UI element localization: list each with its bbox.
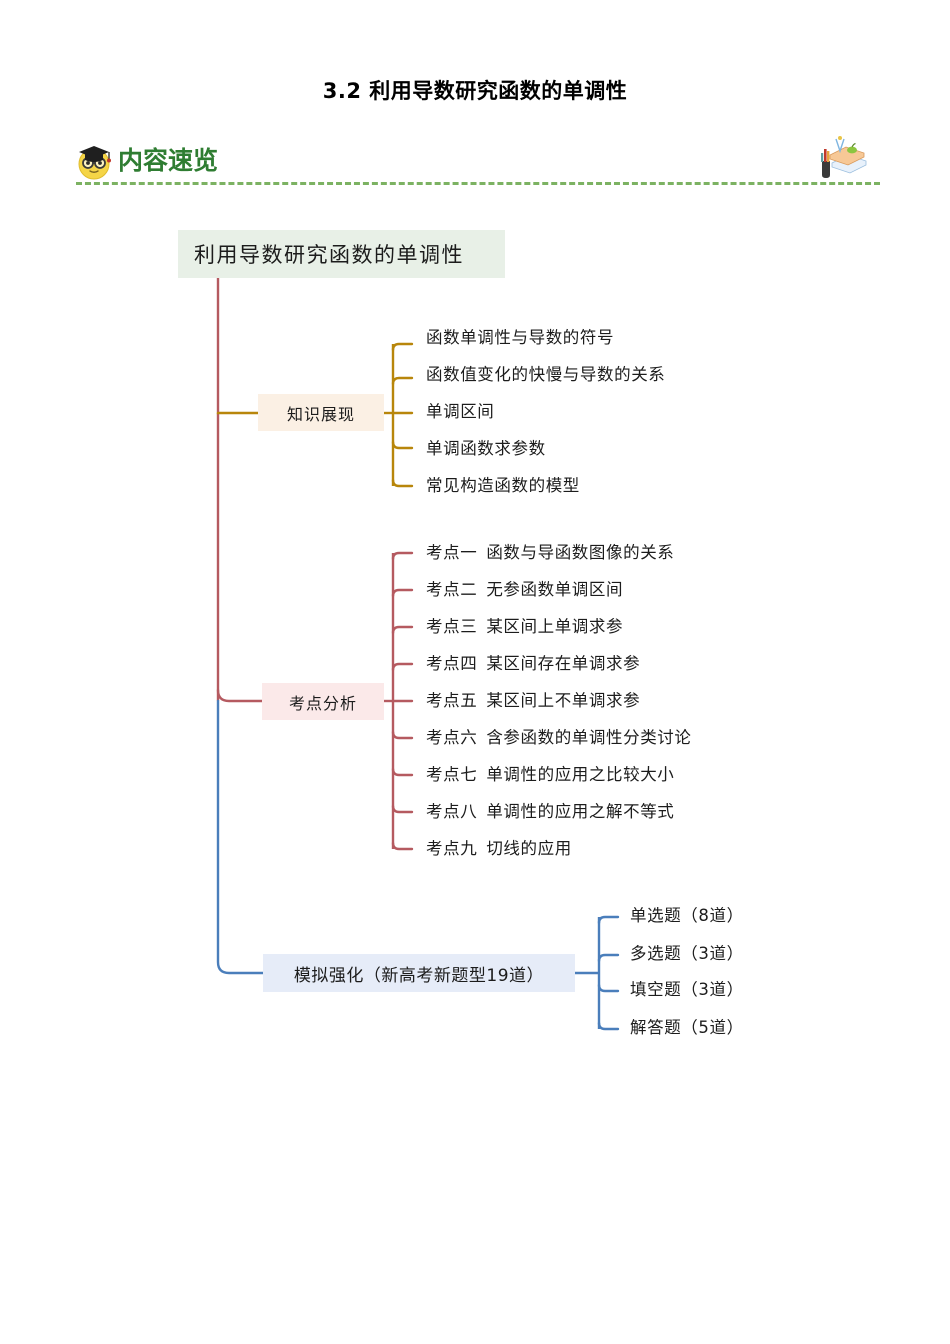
leaf-exam-9[interactable]: 考点九切线的应用 bbox=[426, 839, 572, 858]
mindmap-branch-knowledge[interactable]: 知识展现 bbox=[258, 394, 384, 431]
leaf-exam-8-index: 考点八 bbox=[426, 802, 478, 821]
leaf-exam-4-index: 考点四 bbox=[426, 654, 478, 673]
page-title: 3.2 利用导数研究函数的单调性 bbox=[322, 79, 628, 103]
leaf-exam-6-text: 含参函数的单调性分类讨论 bbox=[486, 728, 692, 747]
mindmap-root-node[interactable]: 利用导数研究函数的单调性 bbox=[178, 230, 505, 278]
leaf-practice-1[interactable]: 单选题（8道） bbox=[630, 906, 744, 925]
leaf-exam-7-index: 考点七 bbox=[426, 765, 478, 784]
leaf-exam-4-text: 某区间存在单调求参 bbox=[486, 654, 641, 673]
leaf-knowledge-1[interactable]: 函数单调性与导数的符号 bbox=[426, 328, 615, 347]
leaf-exam-3-text: 某区间上单调求参 bbox=[486, 617, 624, 636]
leaf-exam-8[interactable]: 考点八单调性的应用之解不等式 bbox=[426, 802, 675, 821]
leaf-exam-5-text: 某区间上不单调求参 bbox=[486, 691, 641, 710]
books-stack-icon bbox=[821, 136, 867, 178]
leaf-exam-6[interactable]: 考点六含参函数的单调性分类讨论 bbox=[426, 728, 692, 747]
leaf-knowledge-3[interactable]: 单调区间 bbox=[426, 402, 495, 421]
leaf-exam-9-index: 考点九 bbox=[426, 839, 478, 858]
leaf-exam-9-text: 切线的应用 bbox=[486, 839, 572, 858]
leaf-practice-2[interactable]: 多选题（3道） bbox=[630, 944, 744, 963]
leaf-practice-3[interactable]: 填空题（3道） bbox=[630, 980, 744, 999]
content-overview-label: 内容速览 bbox=[118, 146, 219, 175]
leaf-exam-8-text: 单调性的应用之解不等式 bbox=[486, 802, 675, 821]
leaf-exam-2-text: 无参函数单调区间 bbox=[486, 580, 624, 599]
header-divider bbox=[76, 182, 880, 185]
content-overview-header: 内容速览 bbox=[70, 133, 880, 195]
graduate-emoji-icon bbox=[78, 146, 111, 180]
leaf-exam-5-index: 考点五 bbox=[426, 691, 478, 710]
leaf-exam-5[interactable]: 考点五某区间上不单调求参 bbox=[426, 691, 641, 710]
leaf-knowledge-4[interactable]: 单调函数求参数 bbox=[426, 439, 546, 458]
leaf-exam-2-index: 考点二 bbox=[426, 580, 478, 599]
mindmap-branch-practice[interactable]: 模拟强化（新高考新题型19道） bbox=[263, 954, 575, 992]
leaf-exam-6-index: 考点六 bbox=[426, 728, 478, 747]
leaf-exam-1[interactable]: 考点一函数与导函数图像的关系 bbox=[426, 543, 675, 562]
leaf-exam-3-index: 考点三 bbox=[426, 617, 478, 636]
leaf-exam-4[interactable]: 考点四某区间存在单调求参 bbox=[426, 654, 641, 673]
mindmap-branch-exam-points[interactable]: 考点分析 bbox=[262, 683, 384, 720]
leaf-knowledge-5[interactable]: 常见构造函数的模型 bbox=[426, 476, 580, 495]
leaf-knowledge-2[interactable]: 函数值变化的快慢与导数的关系 bbox=[426, 365, 666, 384]
leaf-exam-1-index: 考点一 bbox=[426, 543, 478, 562]
leaf-exam-7-text: 单调性的应用之比较大小 bbox=[486, 765, 675, 784]
leaf-exam-3[interactable]: 考点三某区间上单调求参 bbox=[426, 617, 624, 636]
leaf-exam-1-text: 函数与导函数图像的关系 bbox=[486, 543, 675, 562]
leaf-practice-4[interactable]: 解答题（5道） bbox=[630, 1018, 744, 1037]
leaf-exam-2[interactable]: 考点二无参函数单调区间 bbox=[426, 580, 624, 599]
leaf-exam-7[interactable]: 考点七单调性的应用之比较大小 bbox=[426, 765, 675, 784]
